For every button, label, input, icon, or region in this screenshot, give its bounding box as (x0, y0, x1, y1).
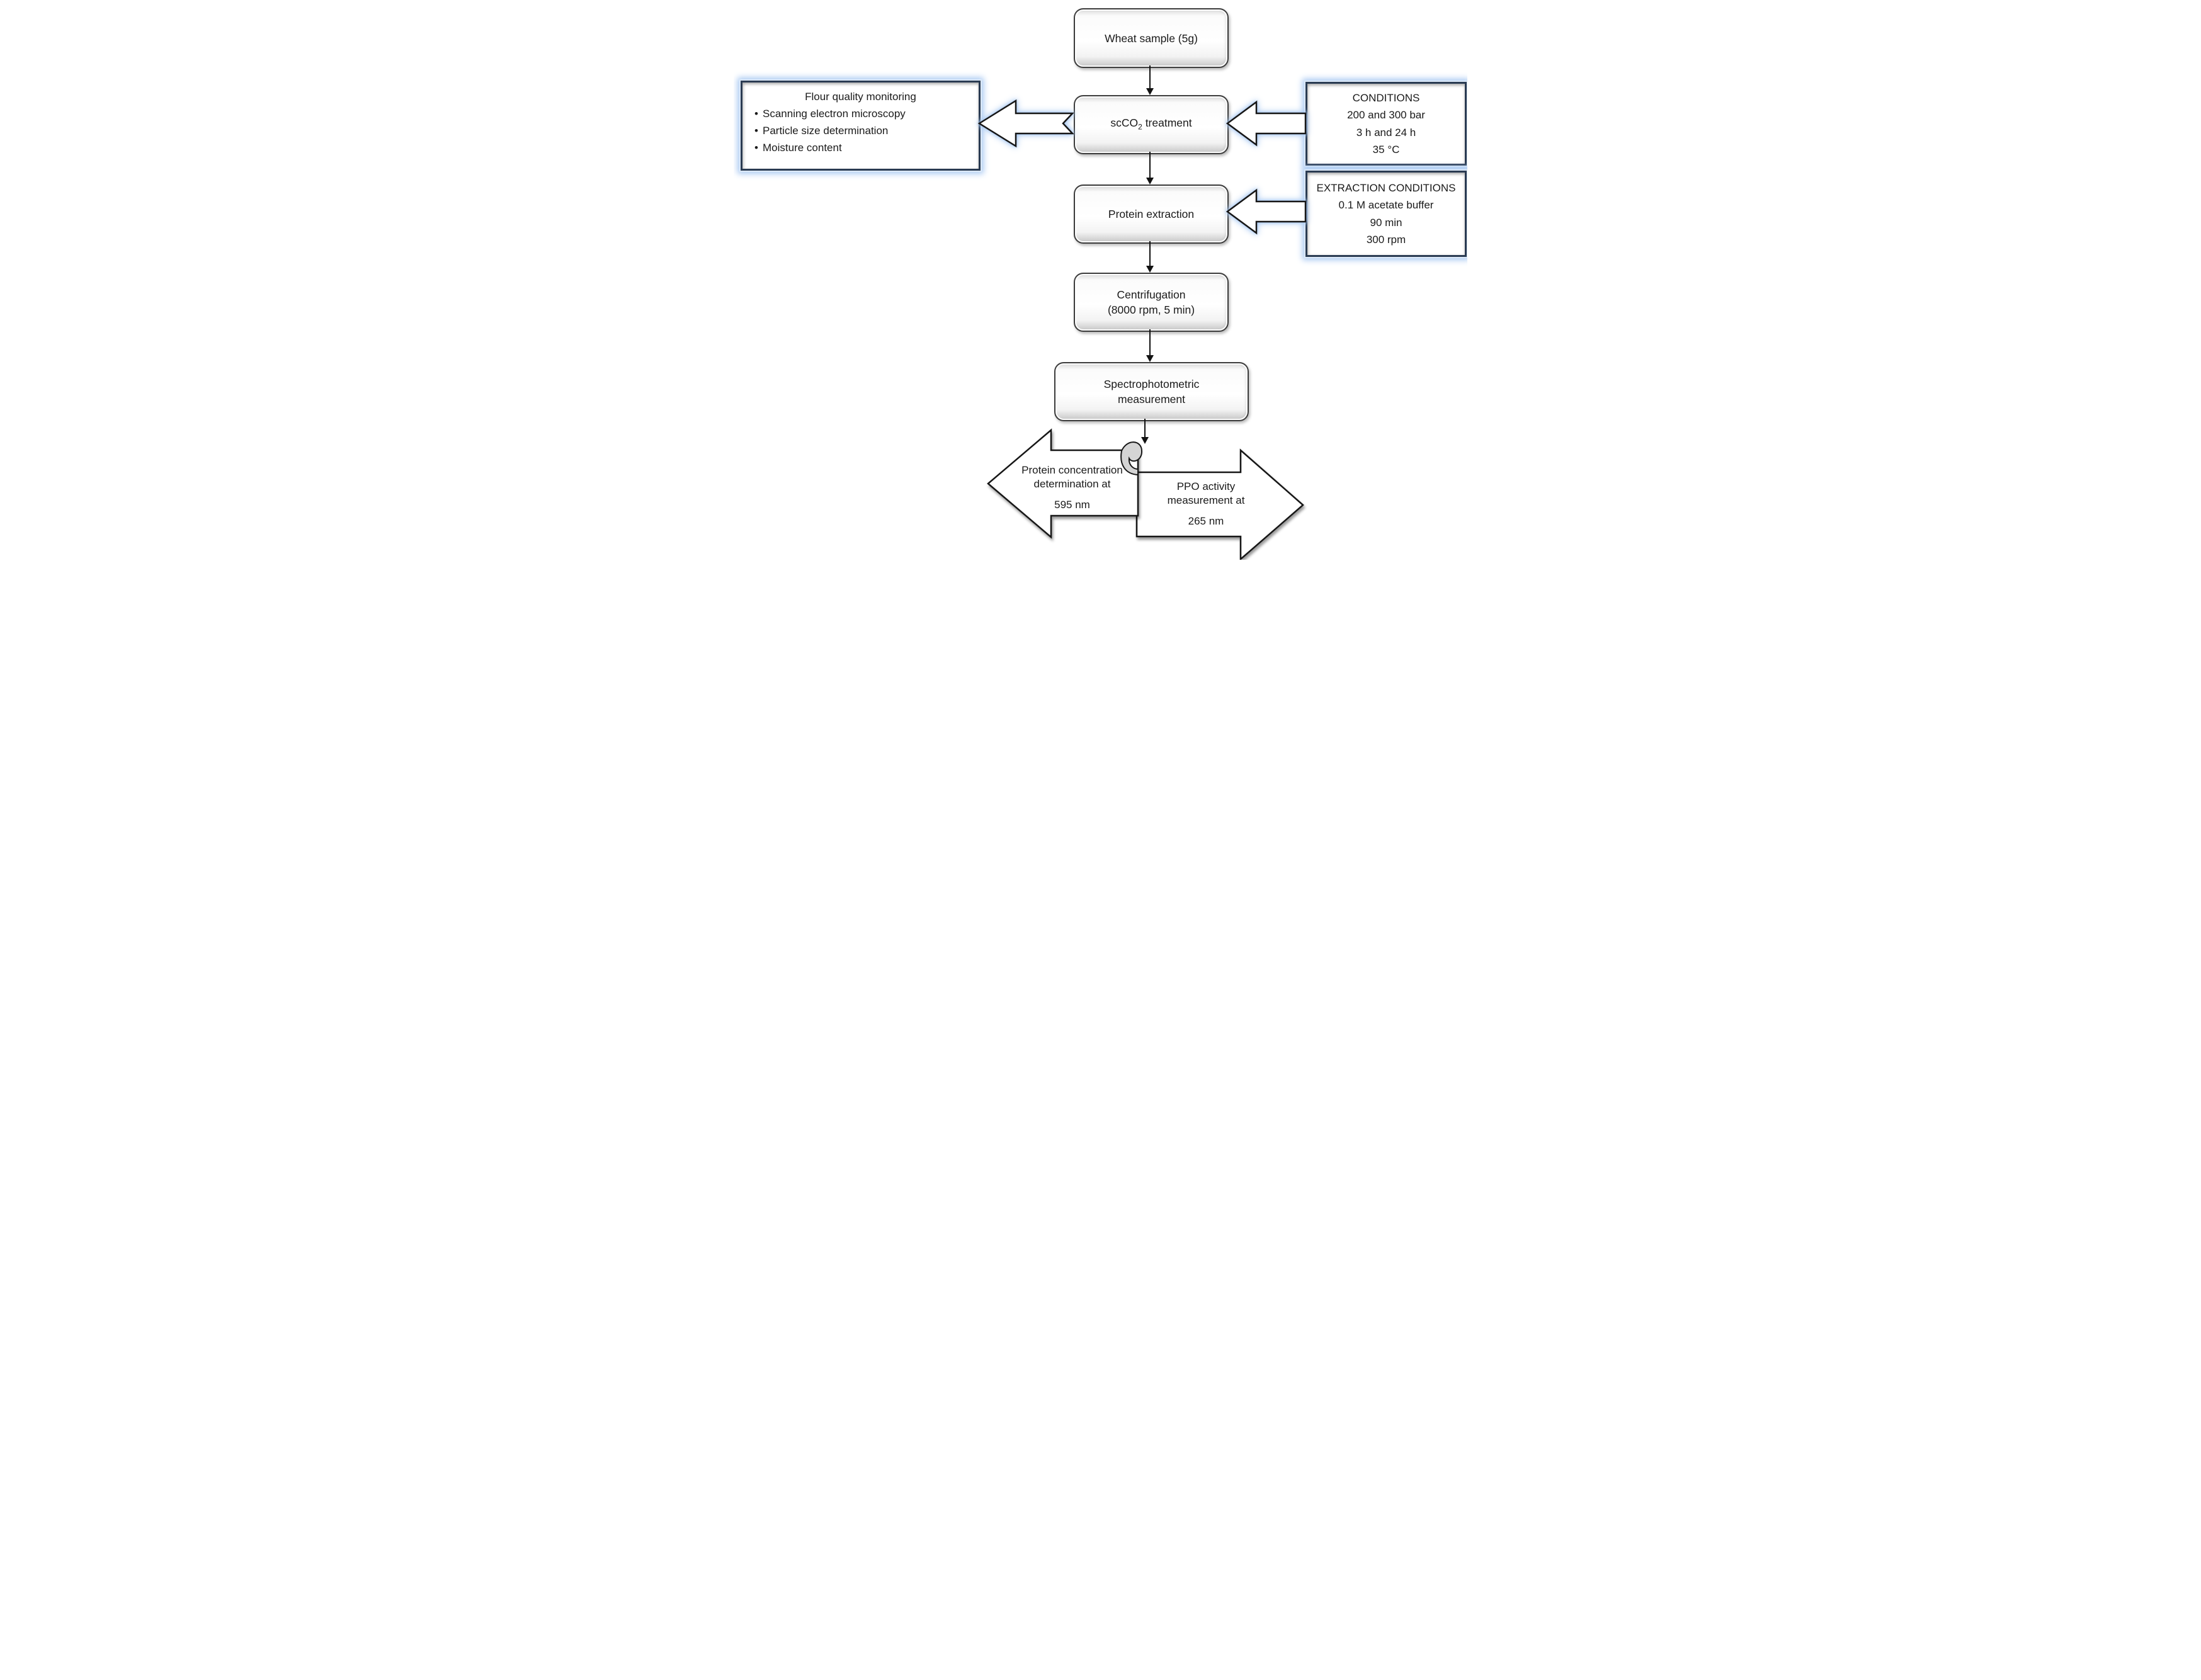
wheat-sample-box: Wheat sample (5g) (1074, 8, 1229, 68)
bullet-icon: • (754, 125, 758, 137)
spectrophotometric-box: Spectrophotometric measurement (1054, 362, 1249, 421)
scco2-suffix: treatment (1145, 116, 1192, 129)
scco2-subscript: 2 (1138, 122, 1142, 132)
conditions-line-temp: 35 °C (1372, 144, 1400, 156)
flour-quality-box: Flour quality monitoring • Scanning elec… (741, 81, 981, 171)
extraction-conditions-box: EXTRACTION CONDITIONS 0.1 M acetate buff… (1305, 171, 1467, 257)
flour-bullet-sem-label: Scanning electron microscopy (763, 108, 906, 120)
extraction-line-buffer: 0.1 M acetate buffer (1338, 199, 1434, 211)
ppo-arrow-icon (1135, 448, 1304, 560)
extraction-title: EXTRACTION CONDITIONS (1316, 181, 1456, 194)
down-arrow-icon (1146, 65, 1154, 95)
flour-quality-title: Flour quality monitoring (805, 91, 916, 103)
protein-arrow-line2: determination at (1033, 478, 1111, 490)
bullet-icon: • (754, 108, 758, 120)
conditions-line-time: 3 h and 24 h (1356, 126, 1416, 139)
ppo-arrow-text: PPO activity measurement at 265 nm (1143, 480, 1269, 528)
down-arrow-icon (1146, 329, 1154, 362)
ppo-wavelength: 265 nm (1188, 515, 1224, 527)
ppo-arrow-line2: measurement at (1167, 494, 1245, 506)
wheat-sample-label: Wheat sample (5g) (1105, 31, 1198, 45)
scco2-prefix: scCO (1110, 116, 1139, 129)
conditions-box: CONDITIONS 200 and 300 bar 3 h and 24 h … (1305, 82, 1467, 166)
protein-arrow-line1: Protein concentration (1021, 464, 1123, 476)
flour-bullet-sem: • Scanning electron microscopy (742, 105, 979, 122)
output-arrows: Protein concentration determination at 5… (982, 425, 1307, 560)
flour-bullet-particle-label: Particle size determination (763, 125, 889, 137)
flour-bullet-moisture-label: Moisture content (763, 142, 842, 154)
conditions-block-arrow-icon (1226, 100, 1307, 147)
extraction-line-speed: 300 rpm (1366, 234, 1406, 246)
output-arrows-graphic (987, 428, 1304, 560)
flour-bullet-particle: • Particle size determination (742, 122, 979, 139)
conditions-line-pressure: 200 and 300 bar (1347, 109, 1425, 121)
protein-extraction-label: Protein extraction (1108, 208, 1195, 220)
spectrophotometric-line2: measurement (1118, 393, 1185, 406)
conditions-title: CONDITIONS (1352, 91, 1420, 104)
left-block-arrow-icon (978, 99, 1074, 148)
down-arrow-icon (1146, 152, 1154, 184)
down-arrow-icon (1146, 241, 1154, 273)
protein-arrow-icon (987, 428, 1139, 539)
bullet-icon: • (754, 142, 758, 154)
spectrophotometric-line1: Spectrophotometric (1103, 378, 1200, 390)
flour-bullet-moisture: • Moisture content (742, 139, 979, 156)
extraction-block-arrow-icon (1226, 188, 1307, 235)
ppo-arrow-line1: PPO activity (1176, 480, 1236, 492)
centrifugation-line1: Centrifugation (1117, 288, 1186, 301)
centrifugation-line2: (8000 rpm, 5 min) (1107, 304, 1195, 316)
protein-extraction-box: Protein extraction (1074, 184, 1229, 244)
down-arrow-icon (1141, 419, 1149, 444)
extraction-line-time: 90 min (1370, 216, 1402, 229)
protein-wavelength: 595 nm (1054, 499, 1090, 511)
page-curl-icon (1120, 441, 1143, 476)
protein-arrow-text: Protein concentration determination at 5… (998, 463, 1146, 512)
centrifugation-box: Centrifugation (8000 rpm, 5 min) (1074, 273, 1229, 332)
